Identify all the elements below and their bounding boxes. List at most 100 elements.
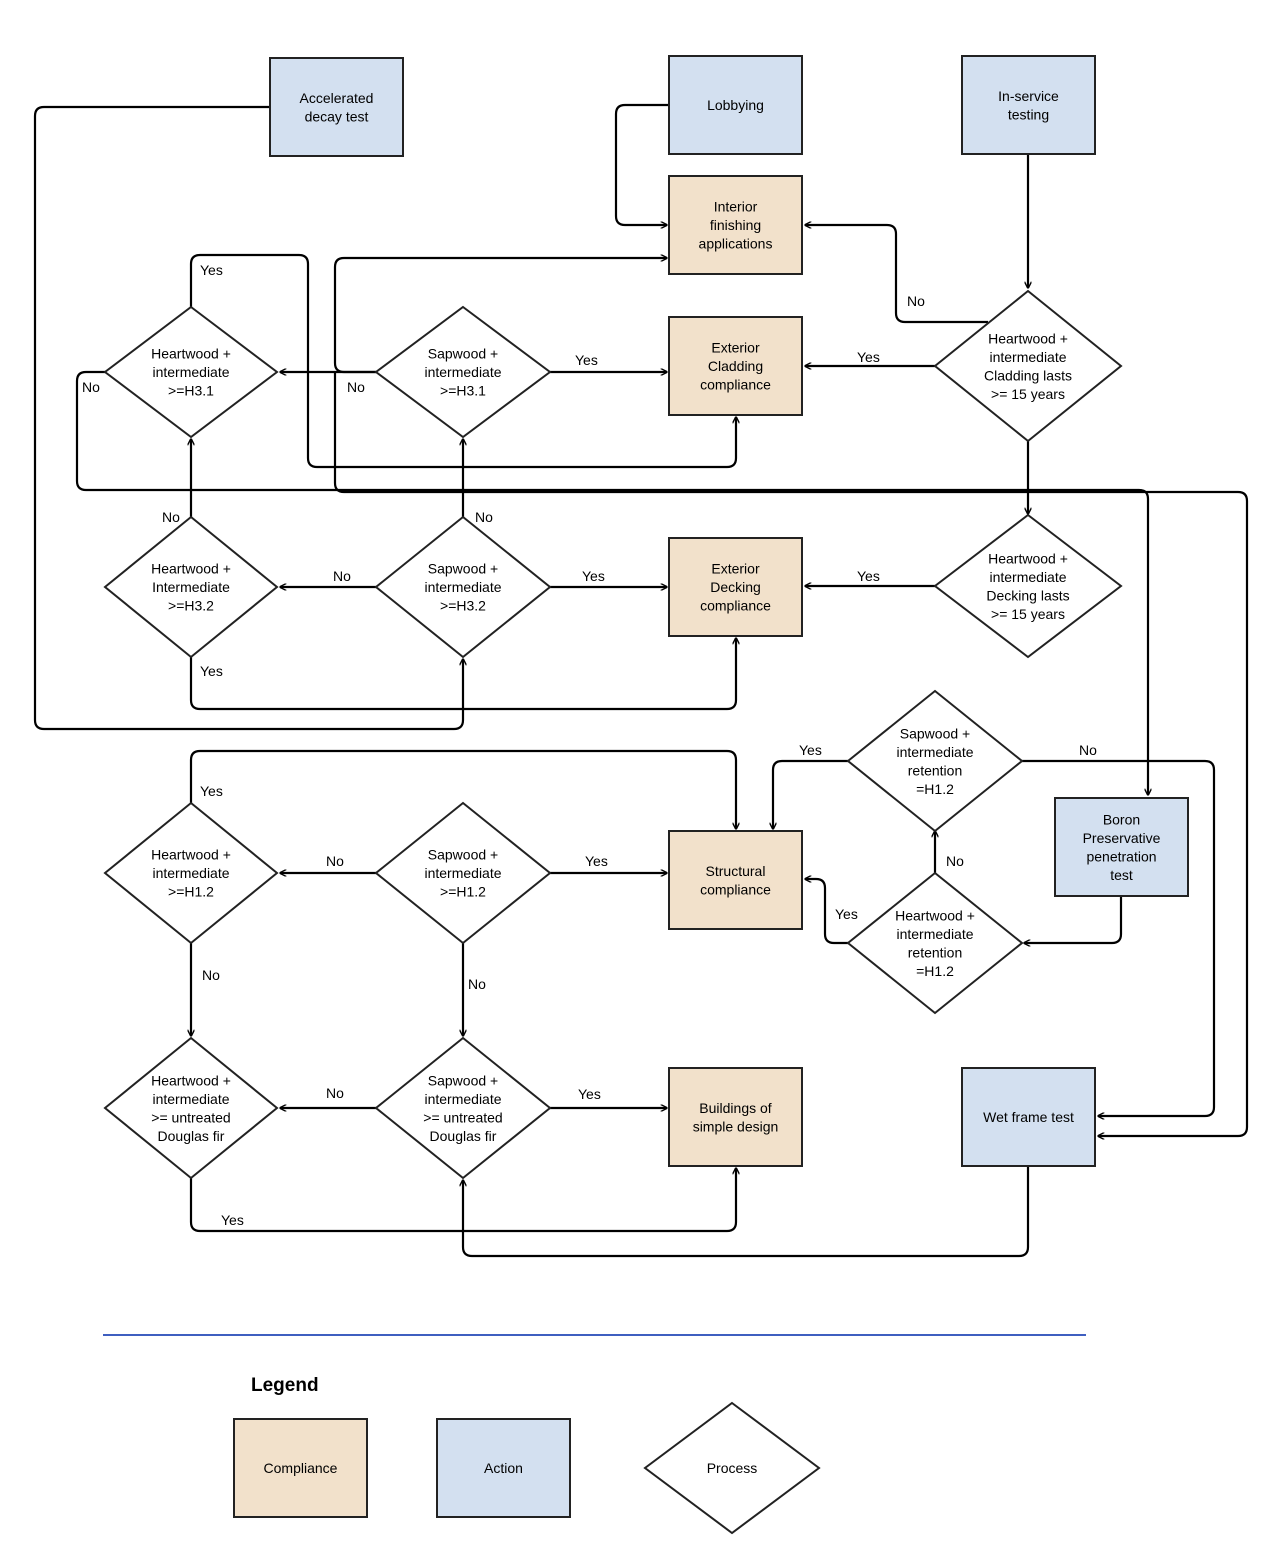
node-hw-cladding-15-text: >= 15 years [991, 386, 1065, 402]
node-structural-shape [668, 830, 803, 930]
label-sw-douglas-yes: Yes [578, 1086, 601, 1102]
edge-boron-to-hw-retention [1024, 896, 1123, 943]
legend: Legend Compliance Action Process [233, 1375, 821, 1535]
node-hw-h12-text: >=H1.2 [168, 884, 214, 900]
node-hw-h12-text: intermediate [152, 865, 229, 881]
node-boron-test-text: Boron [1103, 811, 1140, 827]
node-sw-h31: Sapwood + intermediate >=H3.1 [374, 305, 552, 439]
node-sw-retention-h12-text: intermediate [896, 744, 973, 760]
label-hw-retention-no: No [946, 853, 964, 869]
edge-hw-h12-yes-to-structural [189, 749, 736, 829]
node-hw-h12-text: Heartwood + [151, 847, 231, 863]
node-hw-retention-h12-text: intermediate [896, 926, 973, 942]
edge-cladding-no-to-interior [805, 225, 988, 324]
node-hw-h32-text: Intermediate [152, 579, 230, 595]
label-sw-h31-no: No [347, 379, 365, 395]
label-hw-retention-yes: Yes [835, 906, 858, 922]
label-sw-h32-no: No [333, 568, 351, 584]
node-sw-h12-shape [374, 801, 552, 945]
node-hw-h31-text: Heartwood + [151, 346, 231, 362]
node-accelerated-decay-test-text: decay test [305, 108, 369, 124]
node-interior-finishing-text: applications [699, 236, 773, 252]
node-in-service-testing-text: In-service [998, 88, 1059, 104]
node-interior-finishing-shape [668, 175, 803, 275]
node-sw-h32-text: intermediate [424, 579, 501, 595]
legend-compliance-text: Compliance [264, 1460, 338, 1476]
node-hw-h31-text: >=H3.1 [168, 383, 214, 399]
node-sw-douglas-text: Douglas fir [430, 1128, 497, 1144]
node-hw-decking-15-shape [933, 513, 1123, 659]
node-buildings-simple-text: Buildings of [699, 1100, 771, 1116]
node-sw-h31-text: >=H3.1 [440, 383, 486, 399]
edge-sw-retention-no-to-wet-frame [1022, 759, 1216, 1116]
label-sw-h12-yes: Yes [585, 853, 608, 869]
node-buildings-simple: Buildings of simple design [668, 1067, 803, 1167]
node-accelerated-decay-test: Accelerated decay test [269, 57, 404, 157]
node-hw-h32-text: Heartwood + [151, 561, 231, 577]
edge-hw-retention-yes-to-structural [805, 879, 850, 945]
node-hw-cladding-15-text: Heartwood + [988, 330, 1068, 346]
node-hw-decking-15-text: >= 15 years [991, 606, 1065, 622]
label-sw-h12-no: No [326, 853, 344, 869]
node-boron-test-text: penetration [1086, 848, 1156, 864]
node-hw-retention-h12-shape [846, 871, 1024, 1015]
node-sw-h12: Sapwood +intermediate>=H1.2 [374, 801, 552, 945]
node-sw-douglas-text: intermediate [424, 1091, 501, 1107]
node-wet-frame-test: Wet frame test [961, 1067, 1096, 1167]
node-structural-text: Structural [706, 863, 766, 879]
node-sw-retention-h12-text: Sapwood + [900, 725, 970, 741]
node-exterior-decking-text: Exterior [711, 561, 760, 577]
edge-lobbying-to-interior [614, 103, 669, 225]
node-exterior-decking-text: Decking [710, 579, 761, 595]
node-hw-h31-shape [103, 305, 279, 439]
legend-process-shape [643, 1401, 821, 1535]
label-sw-h32-yes: Yes [582, 568, 605, 584]
label-sw-h12-no-down: No [468, 976, 486, 992]
node-hw-douglas-text: Douglas fir [158, 1128, 225, 1144]
node-sw-h32: Sapwood +intermediate>=H3.2 [374, 515, 552, 659]
node-exterior-cladding-text: Exterior [711, 340, 760, 356]
node-lobbying: Lobbying [668, 55, 803, 155]
edge-hw-h31-yes-to-cladding [189, 253, 736, 469]
label-hw-h32-yes: Yes [200, 663, 223, 679]
node-sw-h31-text: intermediate [424, 364, 501, 380]
node-exterior-cladding-shape [668, 316, 803, 416]
node-interior-finishing-text: Interior [714, 199, 758, 215]
node-sw-h12-text: intermediate [424, 865, 501, 881]
nodes: Accelerated decay test Lobbying In-servic… [103, 55, 1189, 1180]
node-hw-h32: Heartwood +Intermediate>=H3.2 [103, 515, 279, 659]
label-sw-douglas-no: No [326, 1085, 344, 1101]
node-sw-h31-text: Sapwood + [428, 346, 498, 362]
edge-wet-frame-to-sw-douglas [463, 1166, 1030, 1258]
node-accelerated-decay-test-text: Accelerated [300, 90, 374, 106]
node-hw-cladding-15-shape [933, 289, 1123, 443]
legend-compliance-shape [233, 1418, 368, 1518]
label-hw-h32-no: No [162, 509, 180, 525]
node-hw-retention-h12-text: Heartwood + [895, 907, 975, 923]
node-accelerated-decay-test-shape [269, 57, 404, 157]
legend-action-shape [436, 1418, 571, 1518]
node-exterior-cladding-text: compliance [700, 377, 771, 393]
label-hw-h31-no: No [82, 379, 100, 395]
node-interior-finishing-text: finishing [710, 217, 761, 233]
node-hw-douglas-shape [103, 1036, 279, 1180]
node-sw-douglas: Sapwood +intermediate>= untreatedDouglas… [374, 1036, 552, 1180]
node-hw-h12-shape [103, 801, 279, 945]
label-decking-yes: Yes [857, 568, 880, 584]
label-sw-h32-no-up: No [475, 509, 493, 525]
node-hw-decking-15-text: Heartwood + [988, 550, 1068, 566]
node-lobbying-shape [668, 55, 803, 155]
legend-process-text: Process [707, 1460, 758, 1476]
node-hw-decking-15-text: Decking lasts [986, 587, 1069, 603]
node-hw-h31-text: intermediate [152, 364, 229, 380]
edge-sw-h31-no-to-wet-frame [333, 372, 1249, 1136]
legend-process: Process [643, 1401, 821, 1535]
label-sw-retention-no: No [1079, 742, 1097, 758]
node-buildings-simple-text: simple design [693, 1118, 779, 1134]
